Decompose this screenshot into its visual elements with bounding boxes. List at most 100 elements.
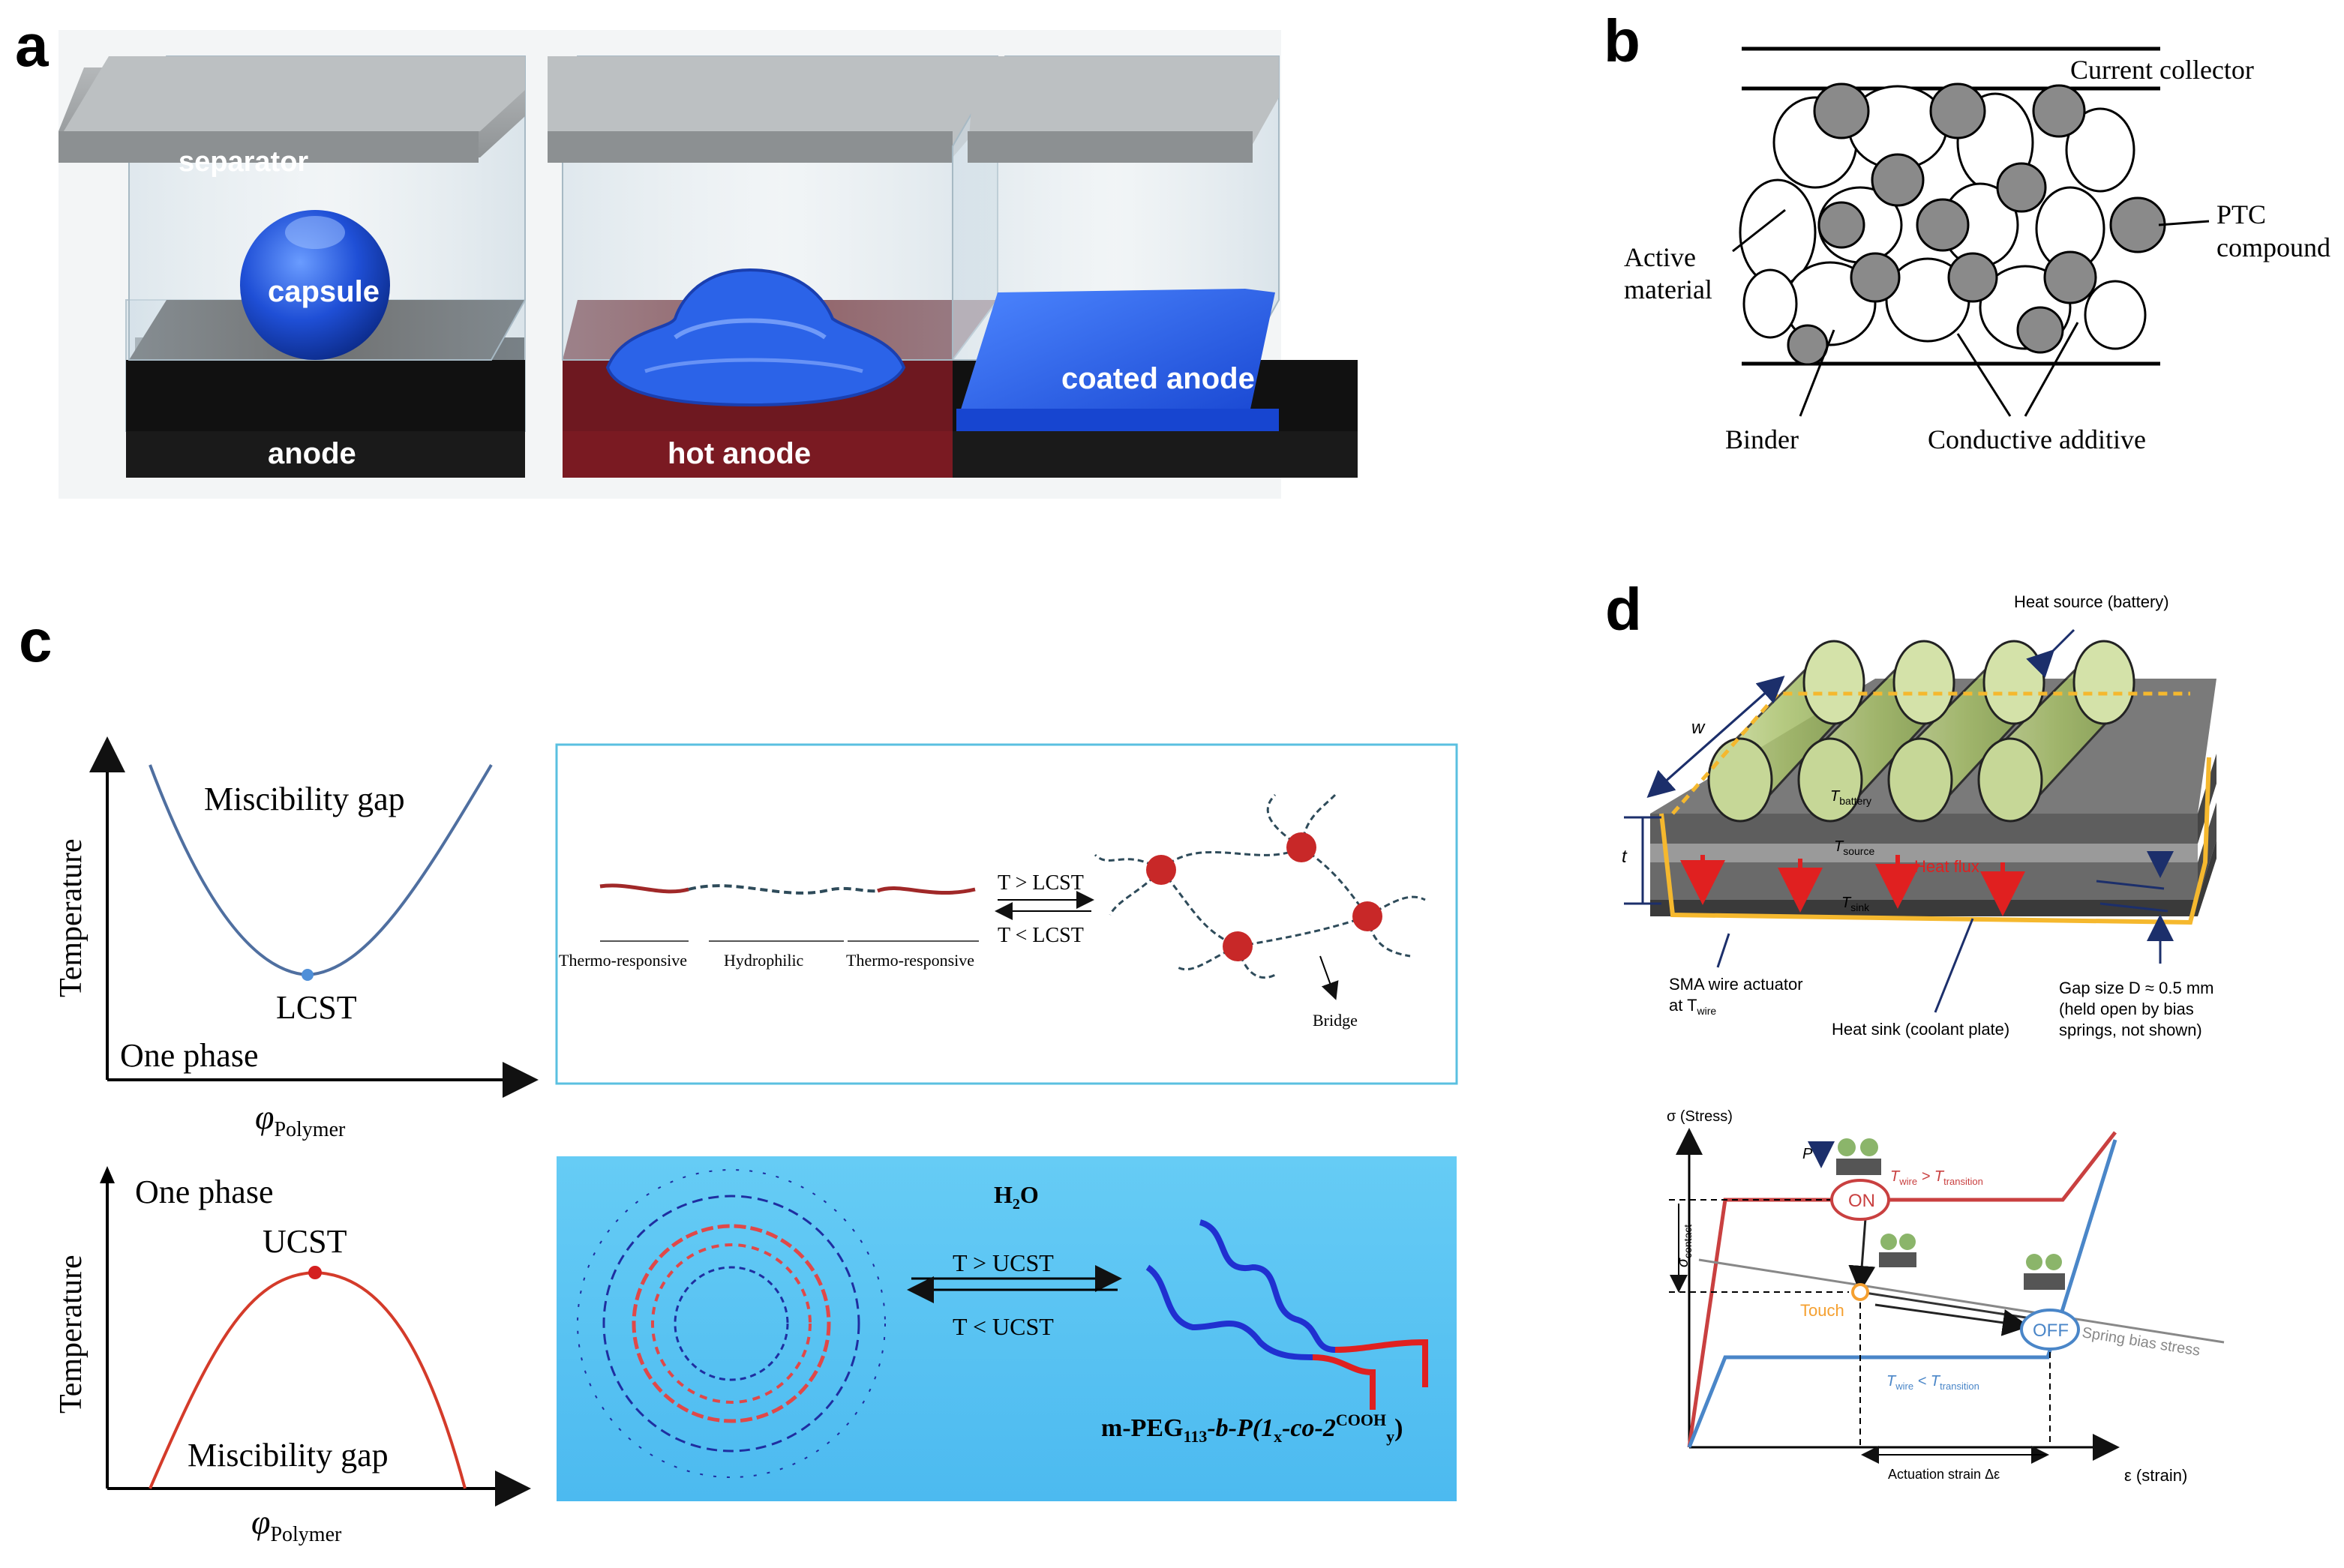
on-icon — [1836, 1138, 1881, 1175]
coated-anode-label: coated anode — [1061, 362, 1255, 395]
bridge-label: Bridge — [1313, 1011, 1358, 1030]
ptc-label-1: PTC — [2216, 199, 2266, 229]
coating-layer — [956, 289, 1275, 424]
lcst-critical-label: LCST — [276, 989, 357, 1026]
anode-label-front: anode — [268, 437, 356, 470]
segment-1-label: Thermo-responsive — [559, 951, 687, 970]
sma-label-2: at Twire — [1669, 996, 1716, 1017]
graph-xlabel: ε (strain) — [2124, 1466, 2187, 1485]
sma-wire — [1659, 757, 2211, 925]
ucst-reverse-label: T < UCST — [953, 1313, 1054, 1340]
ucst-phase-label: One phase — [135, 1174, 274, 1210]
stress-strain-graph: σ (Stress) ε (strain) σcontact ON OFF To… — [1667, 1108, 2225, 1485]
additive-leader-2 — [2024, 322, 2079, 417]
active-material-label-2: material — [1624, 274, 1712, 304]
panel-c-letter: c — [19, 607, 53, 674]
p-label: P — [1802, 1146, 1813, 1162]
off-label: OFF — [2033, 1321, 2069, 1341]
capsule-label: capsule — [268, 275, 380, 308]
ucst-critical-label: UCST — [263, 1223, 347, 1260]
panel-b-letter: b — [1604, 7, 1640, 74]
conductive-additive-label: Conductive additive — [1928, 424, 2146, 454]
w-label: w — [1691, 718, 1706, 738]
ucst-ylabel: Temperature — [54, 1255, 89, 1414]
t-battery-label: Tbattery — [1830, 788, 1871, 807]
hot-anode-slab — [563, 431, 953, 478]
ucst-xlabel: φPolymer — [251, 1503, 342, 1546]
panel-a-letter: a — [15, 12, 49, 79]
on-label: ON — [1848, 1191, 1875, 1211]
ucst-miscibility-label: Miscibility gap — [188, 1437, 389, 1474]
coated-anode-slab — [953, 431, 1358, 478]
coated-anode-box — [952, 55, 1358, 478]
melted-capsule — [605, 268, 906, 407]
heat-flux-label: Heat flux — [1914, 857, 1979, 876]
lcst-xlabel: φPolymer — [255, 1098, 346, 1141]
active-material-leader — [1732, 208, 1786, 253]
t-sink-label: Tsink — [1841, 895, 1870, 913]
lcst-phase-label: One phase — [120, 1037, 259, 1074]
sma-wire-back — [1671, 691, 2190, 815]
ptc-label-2: compound — [2216, 232, 2330, 262]
ucst-micelle — [577, 1169, 886, 1478]
hot-anode-label: hot anode — [668, 437, 811, 470]
solvent-label: H2O — [994, 1181, 1039, 1213]
lcst-ylabel: Temperature — [54, 838, 89, 997]
ucst-scheme: H2O T > UCST T < UCST m-PEG113-b-P(1x-co… — [557, 1156, 1457, 1501]
hot-condition-label: Twire > Ttransition — [1890, 1168, 1983, 1187]
heat-sink-label: Heat sink (coolant plate) — [1832, 1020, 2009, 1039]
capsule-sphere — [240, 210, 390, 360]
panel-d: d — [1605, 576, 2225, 1485]
lcst-forward-label: T > LCST — [998, 871, 1084, 895]
cold-curve — [1687, 1139, 2117, 1448]
gap-label-1: Gap size D ≈ 0.5 mm — [2059, 979, 2213, 997]
off-marker — [2020, 1309, 2080, 1351]
actuation-strain-label: Actuation strain Δε — [1888, 1467, 2000, 1482]
t-label: t — [1622, 847, 1628, 867]
spring-bias-line — [1698, 1258, 2225, 1344]
panel-c: c Miscibility gap LCST One phase Tempera… — [19, 607, 1458, 1546]
separator-label: separator — [179, 146, 308, 178]
ptc-leader — [2158, 220, 2210, 226]
hot-anode-box — [548, 55, 998, 478]
hot-curve — [1687, 1198, 1860, 1448]
touch-marker — [1851, 1283, 1869, 1301]
active-material-label-1: Active — [1624, 242, 1696, 272]
capsule-box — [59, 55, 526, 432]
segment-3-label: Thermo-responsive — [846, 951, 974, 970]
ucst-point — [308, 1266, 322, 1279]
additive-leader-1 — [1956, 333, 2012, 417]
lcst-reverse-label: T < LCST — [998, 924, 1084, 947]
lcst-plot: Miscibility gap LCST One phase Temperatu… — [54, 736, 539, 1141]
electrode-particles — [1739, 82, 2166, 366]
binder-label: Binder — [1725, 424, 1799, 454]
on-marker — [1830, 1179, 1890, 1221]
ucst-plot: One phase UCST Miscibility gap Temperatu… — [54, 1166, 531, 1546]
lcst-scheme: Thermo-responsive Hydrophilic Thermo-res… — [555, 743, 1458, 1085]
segment-2-label: Hydrophilic — [724, 951, 804, 970]
panel-b: b Current collector — [1604, 7, 2330, 454]
sma-label-1: SMA wire actuator — [1669, 975, 1803, 994]
panel-a: a separator capsule anode anode — [15, 12, 1358, 499]
sigma-contact-label: σcontact — [1675, 1225, 1694, 1267]
anode-slab — [126, 431, 525, 478]
gap-label-3: springs, not shown) — [2059, 1021, 2202, 1039]
touch-label: Touch — [1800, 1301, 1844, 1320]
lcst-miscibility-label: Miscibility gap — [204, 781, 405, 817]
cold-condition-label: Twire < Ttransition — [1886, 1373, 1979, 1392]
current-collector-label: Current collector — [2070, 55, 2254, 85]
off-icon — [2024, 1254, 2065, 1290]
graph-ylabel: σ (Stress) — [1667, 1108, 1733, 1125]
ucst-forward-label: T > UCST — [953, 1249, 1054, 1276]
panel-d-letter: d — [1605, 576, 1642, 643]
polymer-formula: m-PEG113-b-P(1x-co-2COOHy) — [1101, 1411, 1403, 1446]
t-source-label: Tsource — [1834, 838, 1874, 857]
touch-icon — [1879, 1234, 1916, 1267]
gap-label-2: (held open by bias — [2059, 1000, 2194, 1018]
micelle-cores — [1146, 832, 1382, 961]
binder-leader — [1799, 329, 1835, 417]
heat-flux-arrows — [1680, 855, 2025, 916]
lcst-point — [302, 969, 314, 981]
heat-source-label: Heat source (battery) — [2014, 592, 2169, 611]
